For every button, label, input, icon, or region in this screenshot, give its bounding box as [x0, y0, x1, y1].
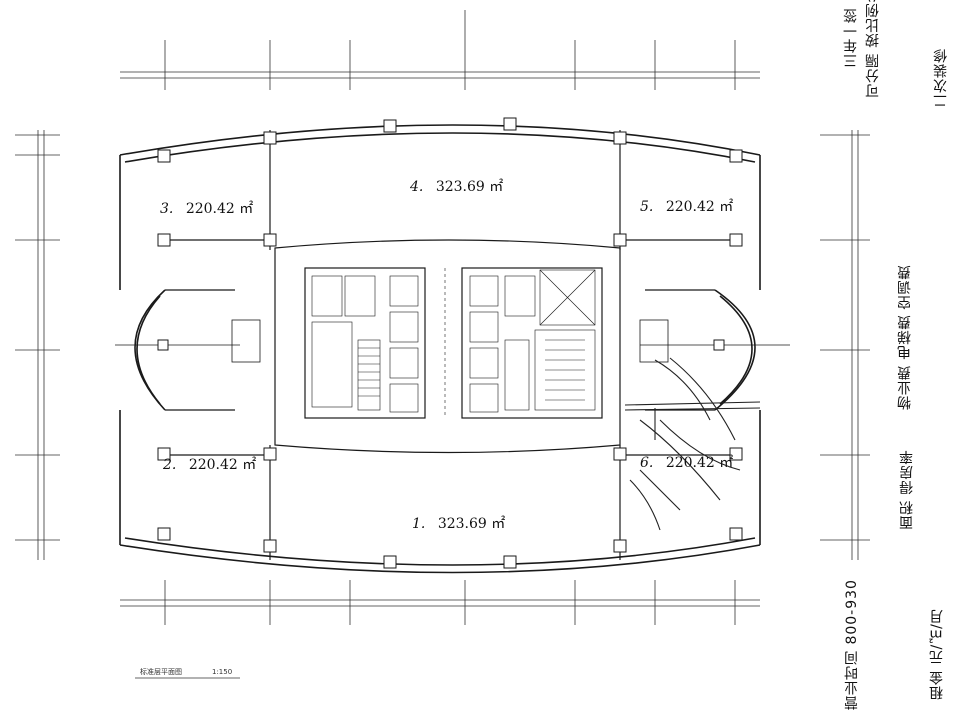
note-column-5: 面积 得房率: [899, 449, 915, 530]
unit-1-area: 323.69 ㎡: [438, 516, 505, 532]
unit-5-area: 220.42 ㎡: [666, 199, 733, 215]
unit-6-number: 6.: [640, 455, 653, 471]
unit-4-area: 323.69 ㎡: [436, 179, 503, 195]
top-dimension-line: [120, 10, 760, 90]
bottom-dimension-line: [120, 580, 760, 625]
unit-labels: 1. 323.69 ㎡ 2. 220.42 ㎡ 3. 220.42 ㎡ 4. 3…: [160, 179, 733, 532]
left-dimension-line: [15, 130, 60, 560]
note-column-4: 物业费 电梯费 空调费: [897, 264, 913, 410]
note-column-6: 租金 元/㎡/月: [929, 608, 945, 700]
note-column-3: 二次装修: [933, 48, 949, 108]
unit-3-number: 3.: [160, 201, 173, 217]
hand-hatching: [624, 357, 761, 531]
drawing-scale: 1:150: [212, 668, 232, 676]
unit-3-label: 3. 220.42 ㎡: [160, 201, 253, 217]
drawing-title: 标准层平面图: [140, 667, 182, 676]
note-column-7: 营业时间 800-930: [844, 579, 860, 710]
building-outline: [115, 124, 790, 574]
note-column-1: 三年一签: [843, 8, 859, 68]
right-dimension-line: [820, 130, 870, 560]
unit-2-number: 2.: [162, 457, 176, 473]
interior-partitions: [165, 130, 735, 560]
unit-1-number: 1.: [412, 516, 425, 532]
note-column-2: 可分隔 按比例分摊: [865, 0, 881, 98]
unit-2-area: 220.42 ㎡: [189, 457, 256, 473]
unit-5-number: 5.: [640, 199, 653, 215]
building-core: [231, 239, 669, 454]
unit-6-area: 220.42 ㎡: [666, 455, 733, 471]
unit-2-label: 2. 220.42 ㎡: [162, 457, 256, 473]
drawing-title-block: 标准层平面图 1:150: [135, 667, 240, 679]
unit-4-label: 4. 323.69 ㎡: [409, 179, 503, 195]
unit-3-area: 220.42 ㎡: [186, 201, 253, 217]
unit-4-number: 4.: [409, 179, 423, 195]
unit-5-label: 5. 220.42 ㎡: [640, 199, 733, 215]
unit-1-label: 1. 323.69 ㎡: [412, 516, 505, 532]
unit-6-label: 6. 220.42 ㎡: [640, 455, 733, 471]
structural-columns: [157, 117, 743, 569]
